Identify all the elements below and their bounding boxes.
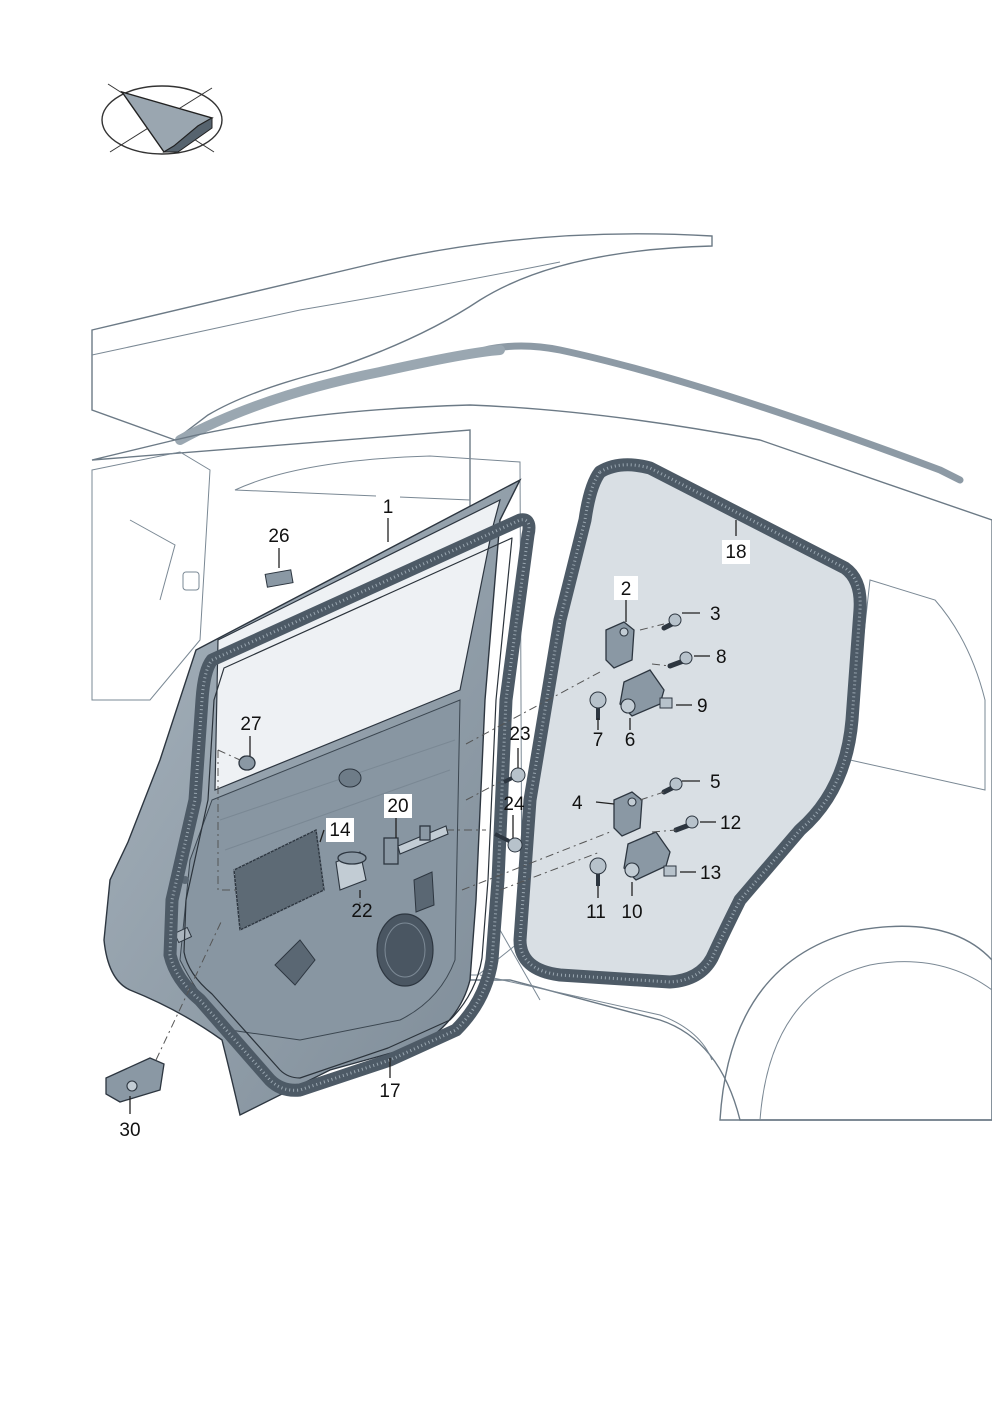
label-13: 13: [700, 863, 721, 884]
label-1: 1: [383, 497, 394, 518]
part-2: [605, 621, 635, 669]
label-18: 18: [725, 542, 746, 563]
assembly-lines: [155, 623, 677, 1061]
label-3: 3: [710, 604, 721, 625]
label-30: 30: [119, 1120, 140, 1141]
part-30: [105, 1057, 165, 1103]
label-10: 10: [621, 902, 642, 923]
label-5: 5: [710, 772, 721, 793]
rear-door: [103, 478, 522, 1117]
part-27: [238, 755, 256, 771]
label-27: 27: [240, 714, 261, 735]
part-20: [383, 825, 449, 865]
label-2: 2: [621, 579, 632, 600]
part-7: [589, 691, 607, 720]
part-9: [659, 697, 673, 709]
label-20: 20: [387, 796, 408, 817]
label-12: 12: [720, 813, 741, 834]
label-7: 7: [593, 730, 604, 751]
body-door-seal: [513, 458, 867, 989]
label-8: 8: [716, 647, 727, 668]
view-direction-arrow-icon: [101, 83, 223, 155]
vehicle-body: [91, 233, 992, 1121]
part-4: [613, 791, 643, 837]
label-22: 22: [351, 901, 372, 922]
label-24: 24: [503, 794, 525, 815]
label-box-1: [376, 494, 400, 518]
label-6: 6: [625, 730, 636, 751]
label-9: 9: [697, 696, 708, 717]
label-26: 26: [268, 526, 289, 547]
part-26: [264, 569, 294, 588]
label-11: 11: [586, 902, 606, 923]
label-23: 23: [509, 724, 530, 745]
leader-lines: [129, 518, 737, 1114]
part-11: [589, 857, 607, 886]
part-8: [667, 651, 693, 669]
part-5: [661, 777, 683, 795]
part-13: [663, 865, 677, 877]
callouts: 1 2 3 4 5 6 7 8 9 10 11 12 13 14 17 18 2…: [119, 494, 750, 1141]
part-3: [661, 613, 682, 631]
label-14: 14: [329, 820, 351, 841]
part-24: [494, 832, 523, 853]
door-seal: [163, 513, 536, 1097]
part-12: [673, 815, 699, 833]
label-4: 4: [572, 793, 583, 814]
label-17: 17: [379, 1081, 400, 1102]
